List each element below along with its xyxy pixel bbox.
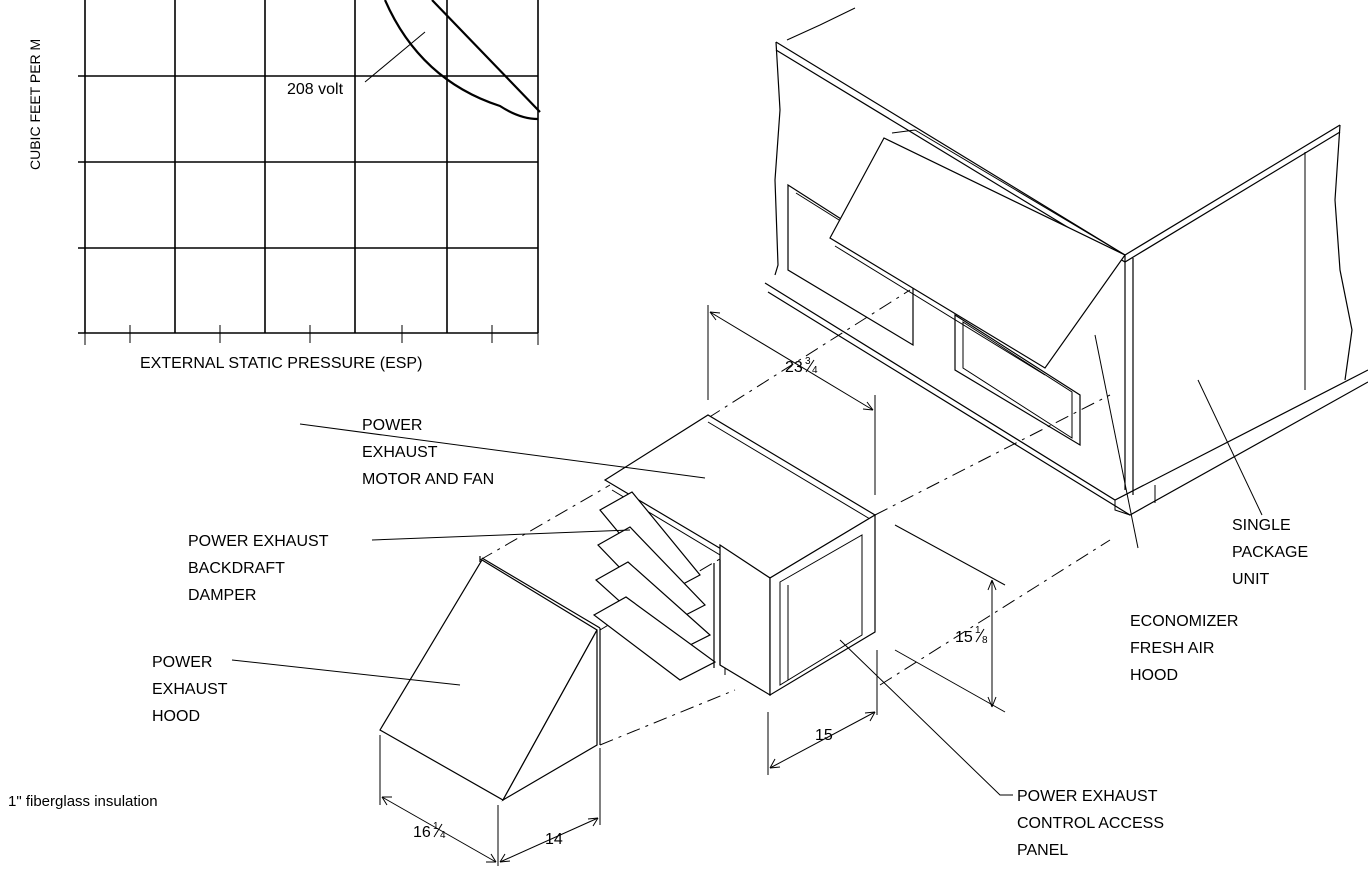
svg-text:4: 4 [440, 830, 446, 841]
dimension-14: 14 [545, 831, 563, 848]
svg-text:POWER: POWER [152, 654, 212, 671]
chart-curves [383, 0, 541, 121]
dimension-lines [379, 305, 1006, 866]
svg-text:SINGLE: SINGLE [1232, 517, 1291, 534]
svg-text:1: 1 [433, 821, 439, 832]
svg-text:16: 16 [413, 824, 431, 841]
label-single-package-unit: SINGLE PACKAGE UNIT [1232, 517, 1308, 588]
power-exhaust-box [592, 414, 877, 697]
svg-text:23: 23 [785, 359, 803, 376]
chart-y-axis-label: CUBIC FEET PER M [27, 39, 43, 170]
dimension-15-1-8: 15 1 8 [955, 625, 988, 646]
dimension-15: 15 [815, 727, 833, 744]
label-power-exhaust-control-access-panel: POWER EXHAUST CONTROL ACCESS PANEL [1017, 788, 1164, 859]
svg-text:CONTROL ACCESS: CONTROL ACCESS [1017, 815, 1164, 832]
airflow-chart: 208 volt EXTERNAL STATIC PRESSURE (ESP) … [27, 0, 541, 372]
svg-text:MOTOR AND FAN: MOTOR AND FAN [362, 471, 494, 488]
curve-label-leader [364, 31, 426, 83]
label-economizer-fresh-air-hood: ECONOMIZER FRESH AIR HOOD [1130, 613, 1238, 684]
svg-text:POWER EXHAUST: POWER EXHAUST [188, 533, 329, 550]
chart-x-axis-label: EXTERNAL STATIC PRESSURE (ESP) [140, 355, 422, 372]
svg-text:BACKDRAFT: BACKDRAFT [188, 560, 285, 577]
curve-label: 208 volt [287, 81, 344, 98]
callout-leaders [231, 334, 1263, 796]
svg-text:HOOD: HOOD [152, 708, 200, 725]
svg-text:1: 1 [975, 625, 981, 636]
svg-text:EXHAUST: EXHAUST [152, 681, 228, 698]
svg-text:PACKAGE: PACKAGE [1232, 544, 1308, 561]
svg-text:POWER: POWER [362, 417, 422, 434]
svg-text:EXHAUST: EXHAUST [362, 444, 438, 461]
label-power-exhaust-motor-and-fan: POWER EXHAUST MOTOR AND FAN [362, 417, 494, 488]
dimension-16-1-4: 16 1 4 [413, 821, 446, 841]
svg-text:8: 8 [982, 635, 988, 646]
dimension-23-3-4: 23 3 4 [785, 356, 818, 376]
svg-text:POWER EXHAUST: POWER EXHAUST [1017, 788, 1158, 805]
svg-text:PANEL: PANEL [1017, 842, 1068, 859]
svg-text:ECONOMIZER: ECONOMIZER [1130, 613, 1238, 630]
chart-grid [78, 0, 539, 345]
label-fiberglass-insulation: 1" fiberglass insulation [8, 793, 158, 810]
svg-text:3: 3 [805, 356, 811, 367]
svg-text:HOOD: HOOD [1130, 667, 1178, 684]
label-power-exhaust-hood: POWER EXHAUST HOOD [152, 654, 228, 725]
svg-text:UNIT: UNIT [1232, 571, 1270, 588]
svg-text:15: 15 [955, 629, 973, 646]
single-package-unit [764, 7, 1368, 516]
svg-text:DAMPER: DAMPER [188, 587, 256, 604]
svg-text:FRESH AIR: FRESH AIR [1130, 640, 1214, 657]
label-power-exhaust-backdraft-damper: POWER EXHAUST BACKDRAFT DAMPER [188, 533, 329, 604]
svg-text:4: 4 [812, 365, 818, 376]
power-exhaust-hood [379, 556, 601, 802]
